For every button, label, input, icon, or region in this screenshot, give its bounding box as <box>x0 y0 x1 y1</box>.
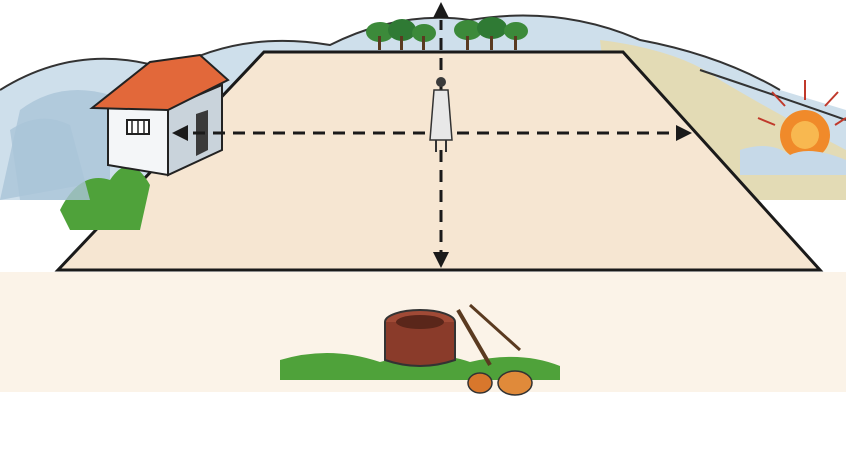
arrow-icon <box>172 2 692 268</box>
person-icon <box>429 77 453 152</box>
village-field-scene <box>0 2 846 396</box>
pot-icon <box>497 370 533 396</box>
tree-icon <box>366 17 528 50</box>
pot-icon <box>467 372 493 394</box>
bush <box>10 118 150 230</box>
well-icon <box>280 303 560 396</box>
sun-icon <box>740 80 846 175</box>
direction-lines <box>184 20 680 260</box>
house-icon <box>89 53 230 177</box>
